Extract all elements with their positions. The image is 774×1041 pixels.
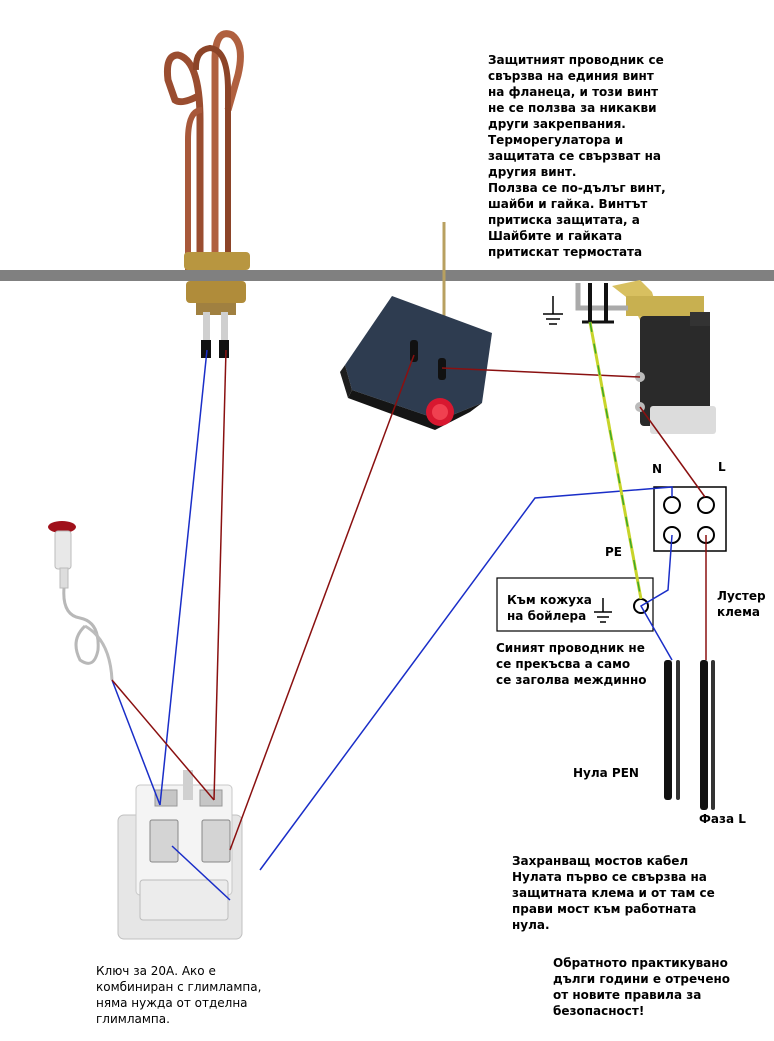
label-pen: Нула PEN xyxy=(573,766,639,780)
label-terminal: Лустер клема xyxy=(717,589,766,619)
note-safety-rules: Обратното практикувано дълги години е от… xyxy=(553,956,730,1018)
heater-element-icon xyxy=(164,30,250,358)
rocker-switch-icon xyxy=(117,770,243,940)
case-earth-box xyxy=(496,577,654,632)
terminal-block-icon xyxy=(653,486,727,552)
note-bridge-cable: Захранващ мостов кабел Нулата първо се с… xyxy=(512,854,715,932)
wires xyxy=(111,321,707,901)
label-n: N xyxy=(652,462,663,476)
flange-bolts xyxy=(575,283,628,324)
note-switch: Ключ за 20А. Ако е комбиниран с глимламп… xyxy=(96,964,262,1026)
label-case-box: Към кожуха на бойлера xyxy=(507,593,592,623)
note-neutral-wire: Синият проводник не се прекъсва а само с… xyxy=(496,641,647,687)
ground-symbol xyxy=(543,296,563,325)
label-l: L xyxy=(718,460,726,474)
thermal-cutout-icon xyxy=(612,280,716,434)
thermostat-icon xyxy=(340,222,492,430)
indicator-lamp-icon xyxy=(48,521,114,681)
label-phase: Фаза L xyxy=(699,812,746,826)
note-earth-bolt: Защитният проводник се свързва на единия… xyxy=(488,53,666,259)
supply-cable xyxy=(664,660,715,810)
label-pe: PE xyxy=(605,545,622,559)
tank-wall xyxy=(0,270,774,281)
